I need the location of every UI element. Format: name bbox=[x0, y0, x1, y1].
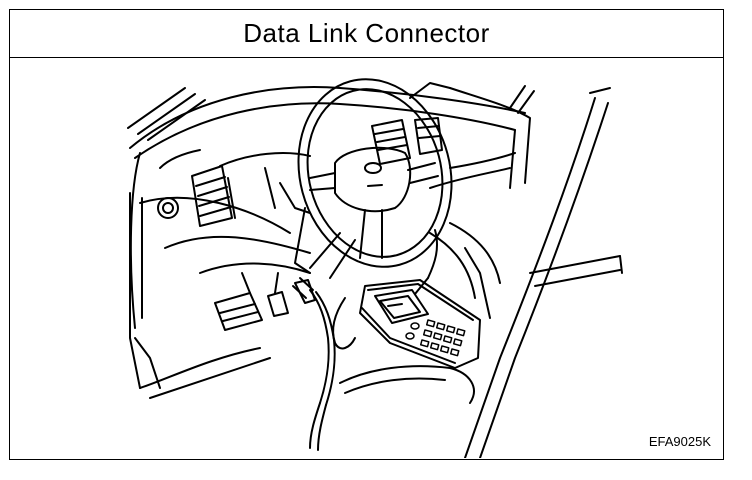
pedals bbox=[214, 272, 316, 331]
left-pillar bbox=[129, 149, 201, 329]
title-bar: Data Link Connector bbox=[10, 10, 723, 58]
dashboard bbox=[127, 82, 531, 389]
car-interior-illustration bbox=[127, 78, 623, 458]
figure-code: EFA9025K bbox=[648, 434, 711, 449]
steering-wheel bbox=[279, 78, 453, 279]
scan-tool-keypad bbox=[405, 319, 466, 357]
left-air-vent bbox=[191, 165, 233, 227]
door-frame bbox=[464, 85, 623, 458]
diagnostic-cable bbox=[292, 229, 438, 451]
figure-frame: Data Link Connector bbox=[9, 9, 724, 460]
scan-tool bbox=[359, 279, 481, 369]
floor bbox=[134, 337, 475, 404]
left-knob bbox=[157, 197, 179, 219]
page-title: Data Link Connector bbox=[243, 18, 490, 48]
center-air-vent bbox=[371, 117, 443, 165]
